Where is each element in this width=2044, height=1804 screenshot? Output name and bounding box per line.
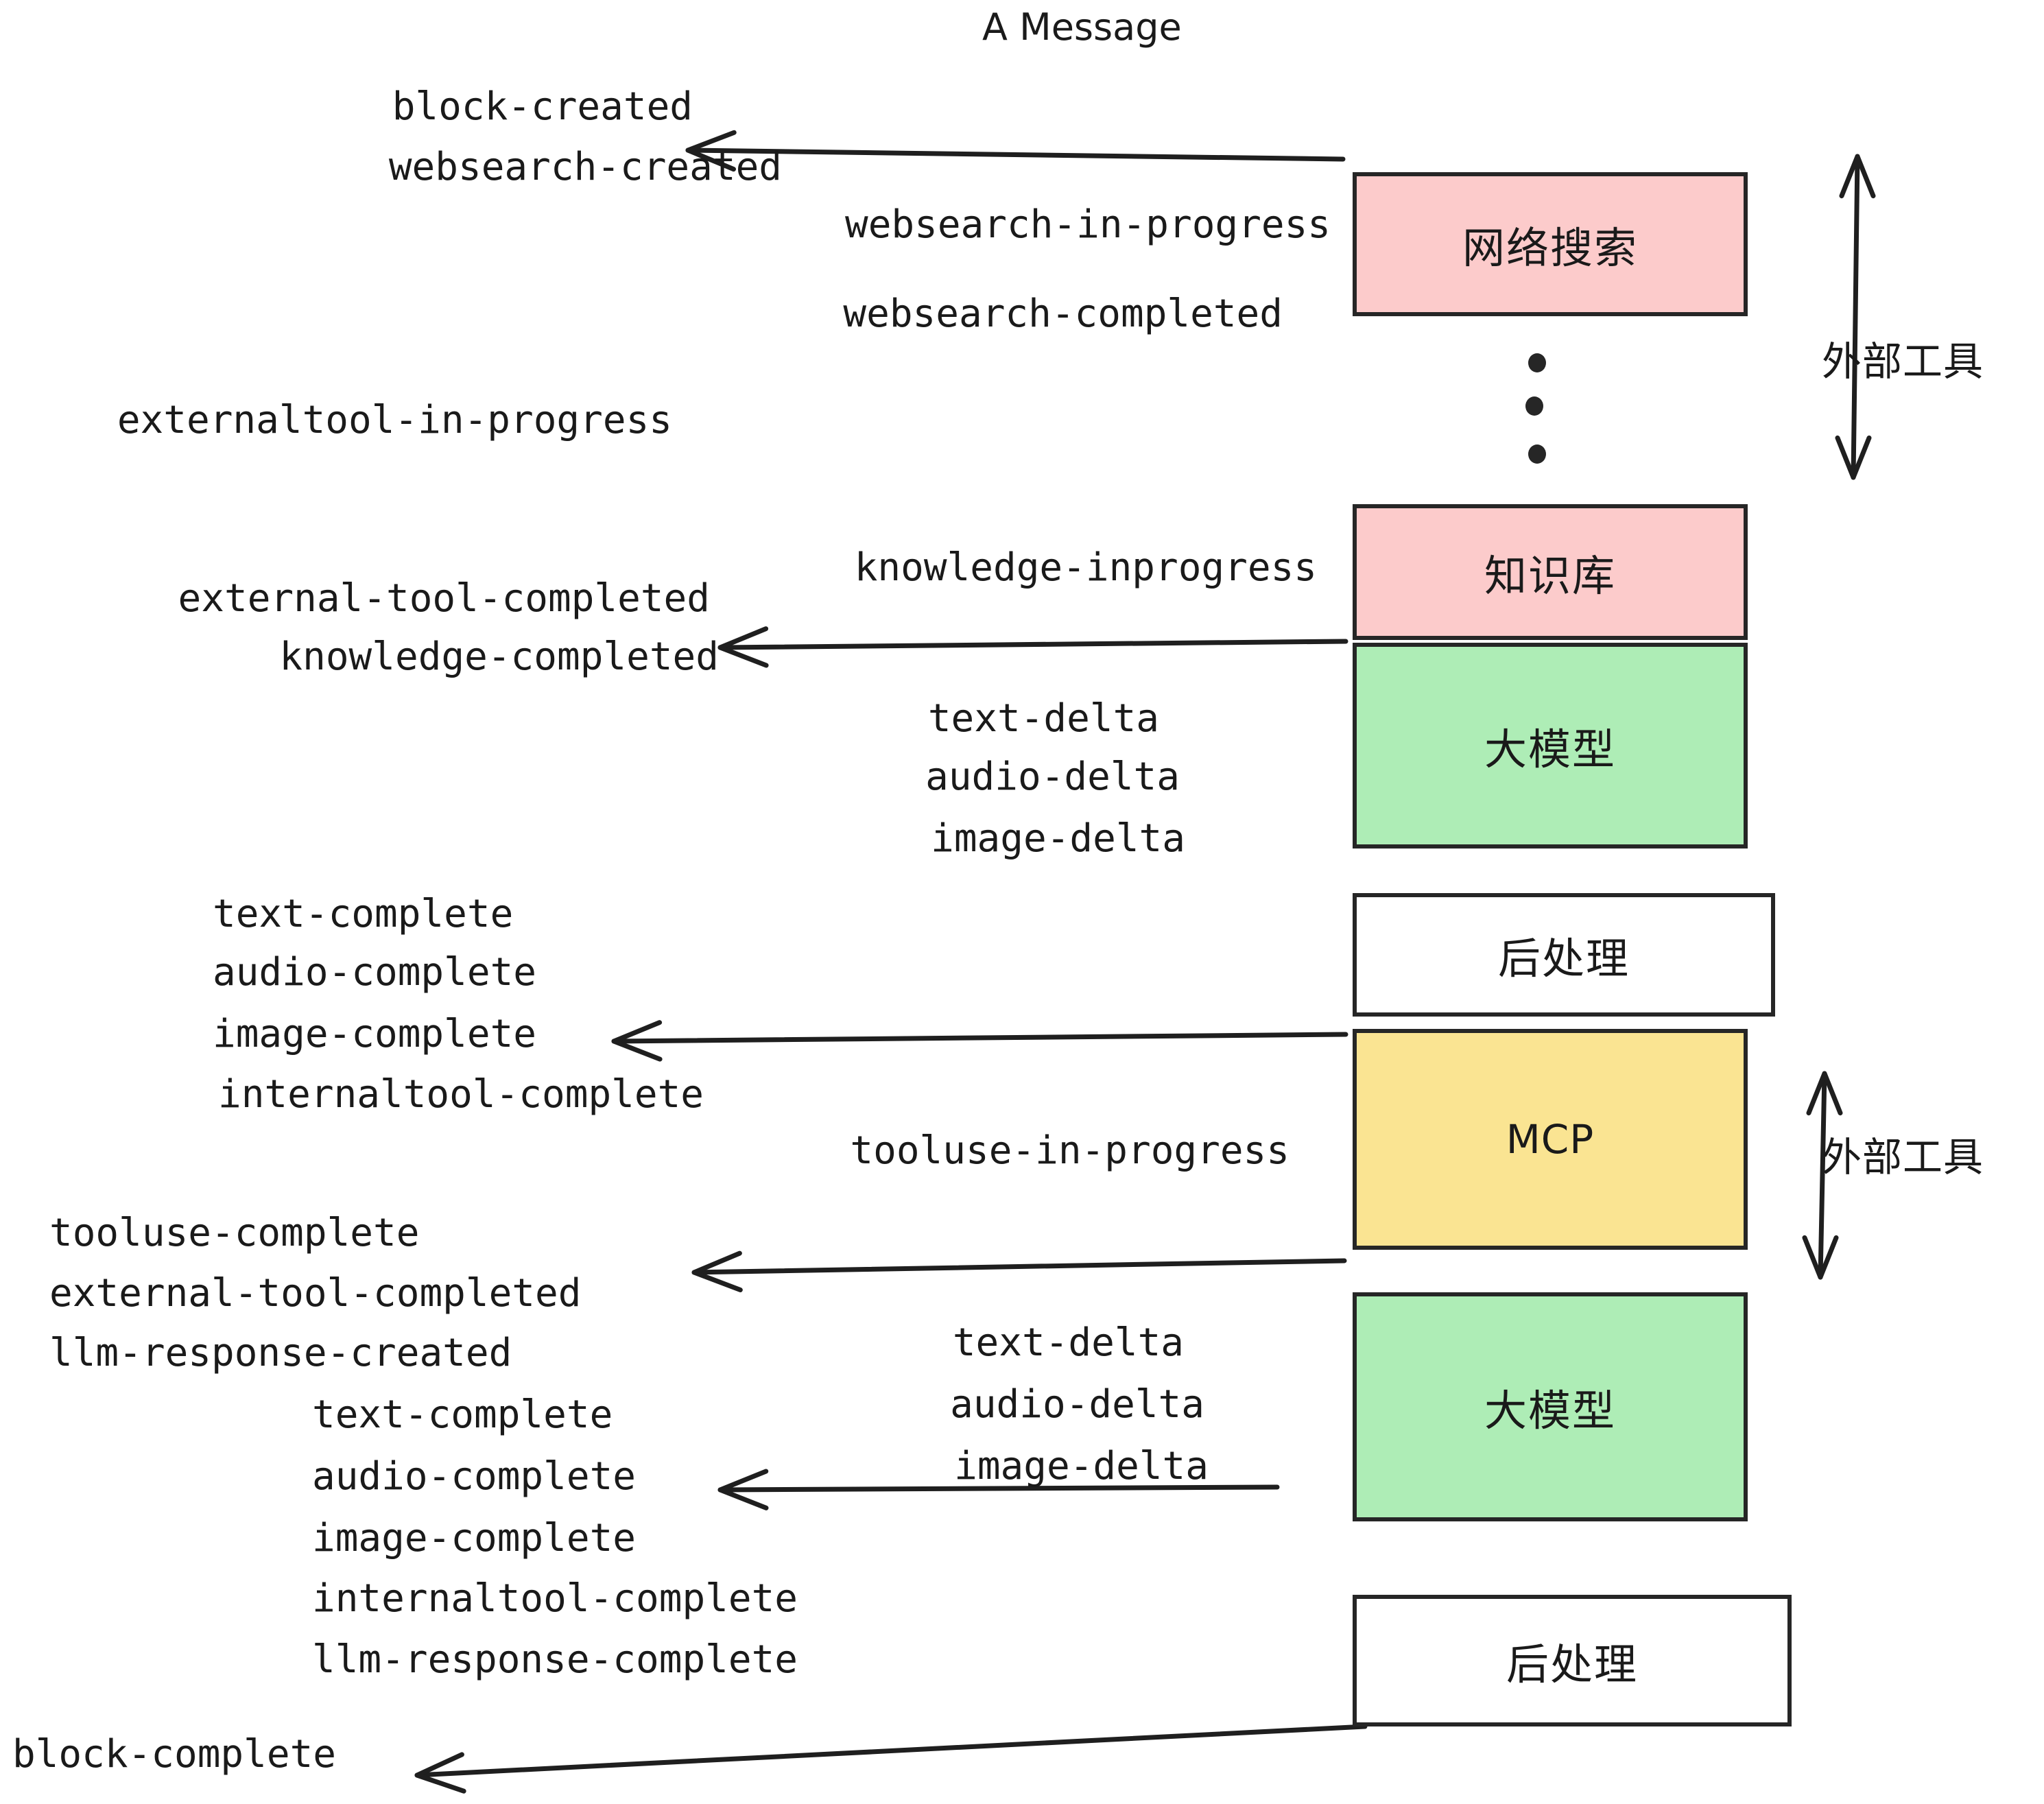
event-label-external-tool-completed-2: external-tool-completed xyxy=(49,1271,582,1316)
event-label-llm-response-complete: llm-response-complete xyxy=(312,1637,798,1682)
arrow-knowledge-completed xyxy=(717,626,1348,668)
event-label-tooluse-complete: tooluse-complete xyxy=(49,1211,420,1255)
event-label-websearch-created: websearch-created xyxy=(388,145,782,189)
node-knowledge: 知识库 xyxy=(1353,504,1748,640)
event-label-text-complete-1: text-complete xyxy=(213,892,514,936)
node-label: 后处理 xyxy=(1497,934,1630,984)
ellipsis-dot xyxy=(1528,444,1546,464)
side-label-external-tool-top: 外部工具 xyxy=(1822,338,1984,385)
side-label-external-tool-bottom: 外部工具 xyxy=(1822,1134,1984,1180)
event-label-audio-complete-1: audio-complete xyxy=(213,950,537,995)
event-label-internaltool-complete-1: internaltool-complete xyxy=(218,1072,704,1117)
event-label-externaltool-in-progress: externaltool-in-progress xyxy=(117,398,672,442)
event-label-llm-response-created: llm-response-created xyxy=(49,1331,512,1375)
node-label: MCP xyxy=(1506,1116,1595,1163)
ellipsis-dot xyxy=(1525,396,1543,416)
double-arrow-external-top xyxy=(1835,154,1876,480)
node-label: 知识库 xyxy=(1484,551,1616,601)
event-label-image-complete-2: image-complete xyxy=(312,1516,637,1560)
event-label-audio-complete-2: audio-complete xyxy=(312,1454,637,1499)
event-label-audio-delta-1: audio-delta xyxy=(925,755,1180,799)
arrow-block-complete xyxy=(414,1724,1368,1794)
event-label-text-delta-2: text-delta xyxy=(952,1320,1184,1365)
event-label-knowledge-inprogress: knowledge-inprogress xyxy=(854,545,1317,590)
event-label-websearch-completed: websearch-completed xyxy=(843,292,1283,336)
node-postprocess-top: 后处理 xyxy=(1353,893,1775,1017)
event-label-block-created: block-created xyxy=(392,84,693,129)
node-label: 后处理 xyxy=(1506,1639,1638,1689)
arrow-block-created xyxy=(685,130,1346,172)
event-label-websearch-in-progress: websearch-in-progress xyxy=(844,202,1331,247)
ellipsis-dot xyxy=(1528,353,1546,372)
node-websearch: 网络搜索 xyxy=(1353,172,1748,316)
arrow-image-complete xyxy=(611,1020,1348,1062)
event-label-text-delta-1: text-delta xyxy=(927,696,1159,741)
node-mcp: MCP xyxy=(1353,1029,1748,1250)
node-postprocess-bottom: 后处理 xyxy=(1353,1595,1792,1726)
arrow-tooluse-complete xyxy=(691,1250,1347,1292)
node-llm-top: 大模型 xyxy=(1353,643,1748,848)
event-label-block-complete: block-complete xyxy=(12,1732,337,1777)
node-llm-bottom: 大模型 xyxy=(1353,1292,1748,1521)
event-label-tooluse-in-progress: tooluse-in-progress xyxy=(850,1128,1290,1173)
node-label: 大模型 xyxy=(1484,724,1616,774)
node-label: 大模型 xyxy=(1484,1386,1616,1436)
event-label-image-delta-2: image-delta xyxy=(954,1444,1209,1488)
event-label-text-complete-2: text-complete xyxy=(312,1392,613,1437)
node-label: 网络搜索 xyxy=(1462,223,1638,273)
page-title: A Message xyxy=(982,5,1182,49)
event-label-image-complete-1: image-complete xyxy=(213,1012,537,1056)
event-label-external-tool-completed-1: external-tool-completed xyxy=(178,576,710,621)
event-label-audio-delta-2: audio-delta xyxy=(950,1382,1204,1427)
event-label-image-delta-1: image-delta xyxy=(931,816,1185,861)
event-label-knowledge-completed: knowledge-completed xyxy=(279,634,719,679)
event-label-internaltool-complete-2: internaltool-complete xyxy=(312,1576,798,1621)
